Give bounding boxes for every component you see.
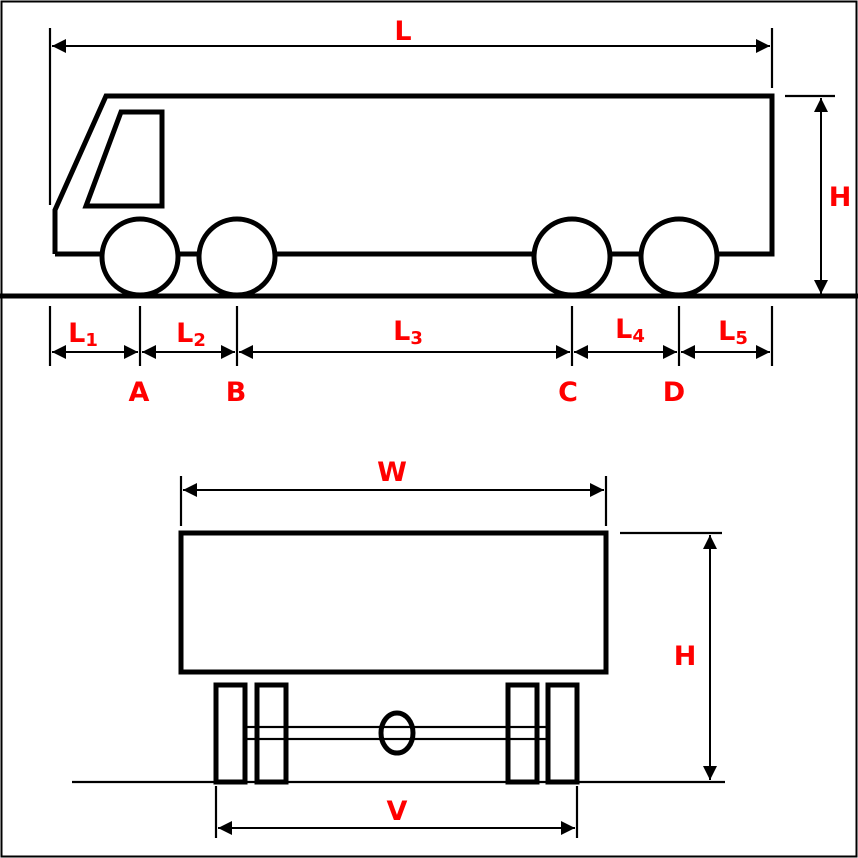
tire-right-outer [545, 682, 580, 785]
front-body-box [178, 530, 609, 675]
segment-l2-label: L2 [176, 318, 206, 351]
tire-left-inner [254, 682, 289, 785]
tire-left-outer [213, 682, 248, 785]
length-label: L [394, 16, 411, 47]
axle-a-label: A [129, 377, 150, 408]
segment-l1-label: L1 [68, 318, 98, 351]
axle-d-label: D [663, 377, 685, 408]
differential-housing [378, 710, 416, 756]
wheel-b [196, 216, 278, 298]
wheel-c [531, 216, 613, 298]
side-height-label: H [829, 182, 852, 213]
track-label: V [387, 796, 408, 827]
axle-shaft [242, 725, 550, 741]
width-label: W [377, 457, 407, 488]
front-height-label: H [674, 641, 697, 672]
wheel-d [638, 216, 720, 298]
axle-c-label: C [558, 377, 578, 408]
cab-window [82, 109, 165, 209]
truck-body-outline [52, 93, 775, 257]
segment-l3-label: L3 [393, 316, 423, 349]
side-view: L H L1 L2 L3 L4 L5 A B C D [0, 16, 858, 408]
wheel-a [99, 216, 181, 298]
segment-l4-label: L4 [615, 314, 645, 347]
tire-right-inner [505, 682, 540, 785]
front-view: W H V [72, 457, 725, 838]
axle-b-label: B [226, 377, 247, 408]
segment-l5-label: L5 [718, 316, 748, 349]
